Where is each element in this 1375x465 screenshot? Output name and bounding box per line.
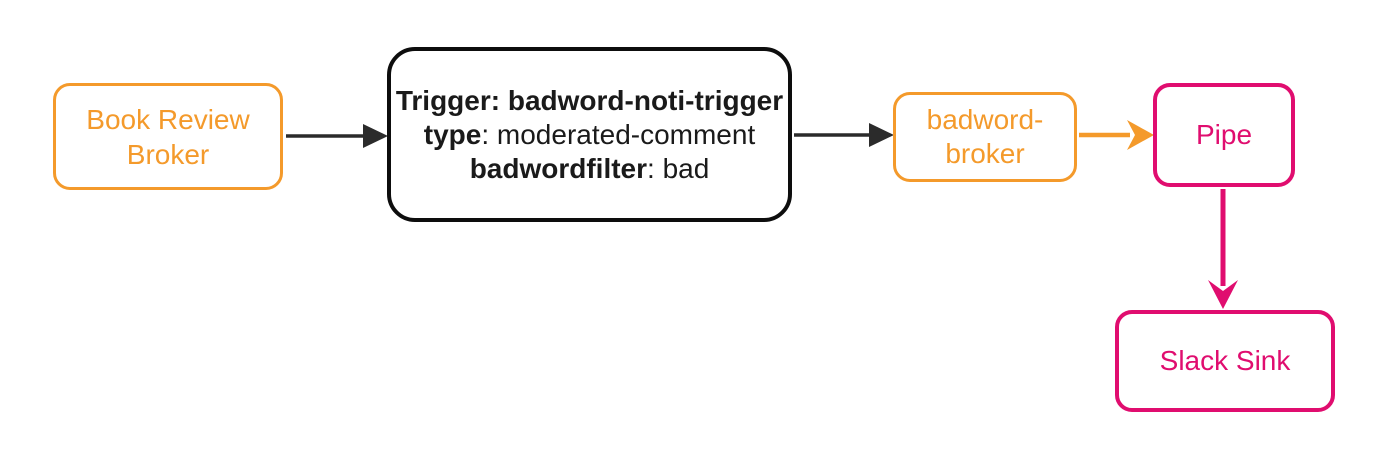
edge-trigger-to-badword-broker [794, 123, 894, 147]
edge-pipe-to-slack-sink [1208, 189, 1238, 309]
trigger-type-key: type [423, 118, 482, 150]
trigger-line-1: Trigger: badword-noti-trigger [396, 84, 783, 118]
node-book-review-broker-line-2: Broker [126, 138, 210, 170]
node-book-review-broker-line-1: Book Review [86, 103, 250, 135]
trigger-name-label: Trigger: badword-noti-trigger [395, 84, 784, 116]
trigger-line-3: badwordfilter: bad [470, 152, 710, 186]
node-slack-sink: Slack Sink [1115, 310, 1335, 412]
node-book-review-broker: Book Review Broker [53, 83, 283, 190]
node-pipe-label: Pipe [1195, 119, 1253, 150]
edge-badword-broker-to-pipe [1079, 120, 1154, 150]
trigger-line-2: type: moderated-comment [424, 118, 755, 152]
node-slack-sink-label: Slack Sink [1159, 345, 1291, 376]
node-badword-broker-line-1: badword- [926, 104, 1044, 135]
trigger-type-value: : moderated-comment [481, 118, 756, 150]
node-badword-broker-line-2: broker [945, 138, 1025, 169]
node-pipe: Pipe [1153, 83, 1295, 187]
edge-book-review-broker-to-trigger [286, 124, 388, 148]
node-trigger: Trigger: badword-noti-trigger type: mode… [387, 47, 792, 222]
node-badword-broker: badword- broker [893, 92, 1077, 182]
trigger-filter-key: badwordfilter [469, 152, 648, 184]
trigger-filter-value: : bad [647, 152, 710, 184]
